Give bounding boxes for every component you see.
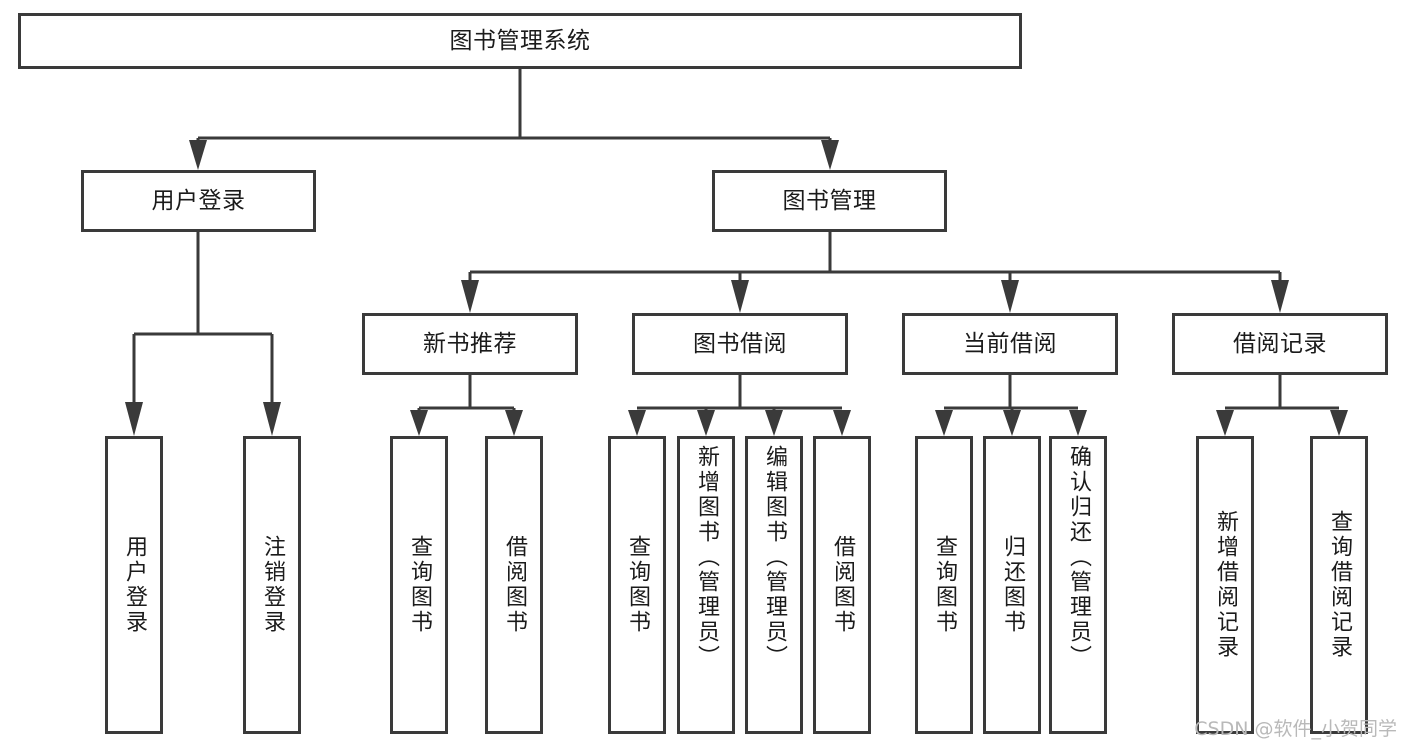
node-root[interactable]: 图书管理系统: [18, 13, 1022, 69]
leaf-confirm-return-admin-label: 确认归还（管理员）: [1066, 445, 1091, 670]
leaf-borrow-book-label: 借阅图书: [830, 535, 855, 635]
leaf-query-book-current[interactable]: 查询图书: [915, 436, 973, 734]
arrow-cu-3: [1069, 410, 1087, 436]
arrow-cu-1: [935, 410, 953, 436]
node-current-borrow-label: 当前借阅: [963, 330, 1057, 357]
arrow-nb-1: [410, 410, 428, 436]
leaf-query-borrow-record-label: 查询借阅记录: [1327, 510, 1352, 660]
arrow-book-manage: [821, 140, 839, 170]
node-borrow-record-label: 借阅记录: [1233, 330, 1327, 357]
leaf-add-borrow-record[interactable]: 新增借阅记录: [1196, 436, 1254, 734]
leaf-logout-login[interactable]: 注销登录: [243, 436, 301, 734]
node-user-login-label: 用户登录: [151, 187, 246, 214]
node-new-book-recommend-label: 新书推荐: [423, 330, 517, 357]
leaf-user-login[interactable]: 用户登录: [105, 436, 163, 734]
node-book-borrow[interactable]: 图书借阅: [632, 313, 848, 375]
arrow-bo-4: [833, 410, 851, 436]
leaf-add-borrow-record-label: 新增借阅记录: [1213, 510, 1238, 660]
leaf-query-book-borrow-label: 查询图书: [625, 535, 650, 635]
node-new-book-recommend[interactable]: 新书推荐: [362, 313, 578, 375]
arrow-cu-2: [1003, 410, 1021, 436]
leaf-query-book-newbook[interactable]: 查询图书: [390, 436, 448, 734]
leaf-add-book-admin-label: 新增图书（管理员）: [694, 445, 719, 670]
leaf-borrow-book-newbook-label: 借阅图书: [502, 535, 527, 635]
arrow-l2-3: [1001, 280, 1019, 313]
arrow-bo-2: [697, 410, 715, 436]
leaf-add-book-admin[interactable]: 新增图书（管理员）: [677, 436, 735, 734]
leaf-query-borrow-record[interactable]: 查询借阅记录: [1310, 436, 1368, 734]
arrow-bo-3: [765, 410, 783, 436]
arrow-user-login: [189, 140, 207, 170]
node-user-login[interactable]: 用户登录: [81, 170, 316, 232]
leaf-return-book[interactable]: 归还图书: [983, 436, 1041, 734]
arrow-re-1: [1216, 410, 1234, 436]
arrow-leaf-1: [125, 402, 143, 436]
arrow-l2-4: [1271, 280, 1289, 313]
leaf-borrow-book-newbook[interactable]: 借阅图书: [485, 436, 543, 734]
arrow-nb-2: [505, 410, 523, 436]
arrow-l2-1: [461, 280, 479, 313]
leaf-return-book-label: 归还图书: [1000, 535, 1025, 635]
leaf-query-book-borrow[interactable]: 查询图书: [608, 436, 666, 734]
node-borrow-record[interactable]: 借阅记录: [1172, 313, 1388, 375]
leaf-edit-book-admin[interactable]: 编辑图书（管理员）: [745, 436, 803, 734]
leaf-query-book-current-label: 查询图书: [932, 535, 957, 635]
node-root-label: 图书管理系统: [449, 27, 591, 54]
node-book-management-label: 图书管理: [782, 187, 877, 214]
arrow-bo-1: [628, 410, 646, 436]
leaf-logout-login-label: 注销登录: [260, 535, 285, 635]
leaf-edit-book-admin-label: 编辑图书（管理员）: [762, 445, 787, 670]
node-book-management[interactable]: 图书管理: [712, 170, 947, 232]
leaf-user-login-label: 用户登录: [122, 535, 147, 635]
arrow-l2-2: [731, 280, 749, 313]
leaf-borrow-book[interactable]: 借阅图书: [813, 436, 871, 734]
arrow-re-2: [1330, 410, 1348, 436]
leaf-query-book-newbook-label: 查询图书: [407, 535, 432, 635]
node-current-borrow[interactable]: 当前借阅: [902, 313, 1118, 375]
watermark: CSDN @软件_小贺同学: [1194, 718, 1397, 740]
leaf-confirm-return-admin[interactable]: 确认归还（管理员）: [1049, 436, 1107, 734]
arrow-leaf-2: [263, 402, 281, 436]
node-book-borrow-label: 图书借阅: [693, 330, 787, 357]
